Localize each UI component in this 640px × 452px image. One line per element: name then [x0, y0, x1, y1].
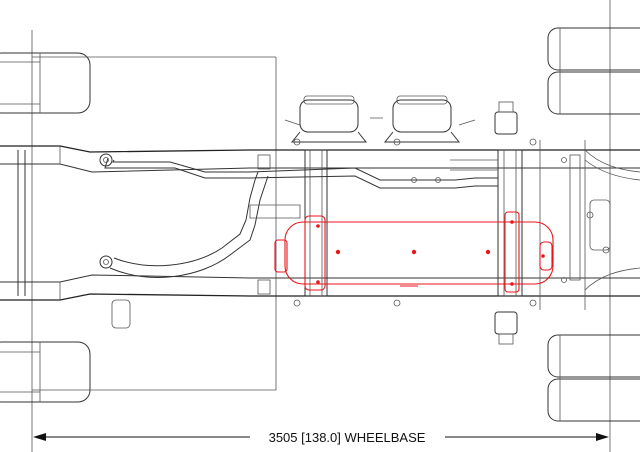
wheelbase-dimension-label: 3505 [138.0] WHEELBASE	[269, 430, 426, 445]
fuel-tank-highlight	[274, 211, 554, 293]
frame-rails	[0, 145, 640, 301]
front-right-tire	[0, 341, 91, 403]
front-left-tire	[0, 52, 91, 114]
mounting-bolts	[293, 138, 610, 307]
crossmembers	[257, 140, 586, 310]
reference-lines	[31, 0, 611, 452]
exhaust-pipes	[99, 153, 498, 278]
rear-right-dual-tires	[547, 334, 640, 422]
air-springs	[284, 95, 518, 143]
rear-left-dual-tires	[547, 27, 640, 115]
rear-axle-housing	[584, 149, 640, 291]
rear-spring-hangers	[111, 299, 518, 345]
dimension-arrow-right	[596, 433, 609, 441]
front-body-outline	[32, 56, 276, 391]
dimension-arrow-left	[33, 433, 46, 441]
wheelbase-dimension: 3505 [138.0] WHEELBASE	[33, 430, 609, 445]
